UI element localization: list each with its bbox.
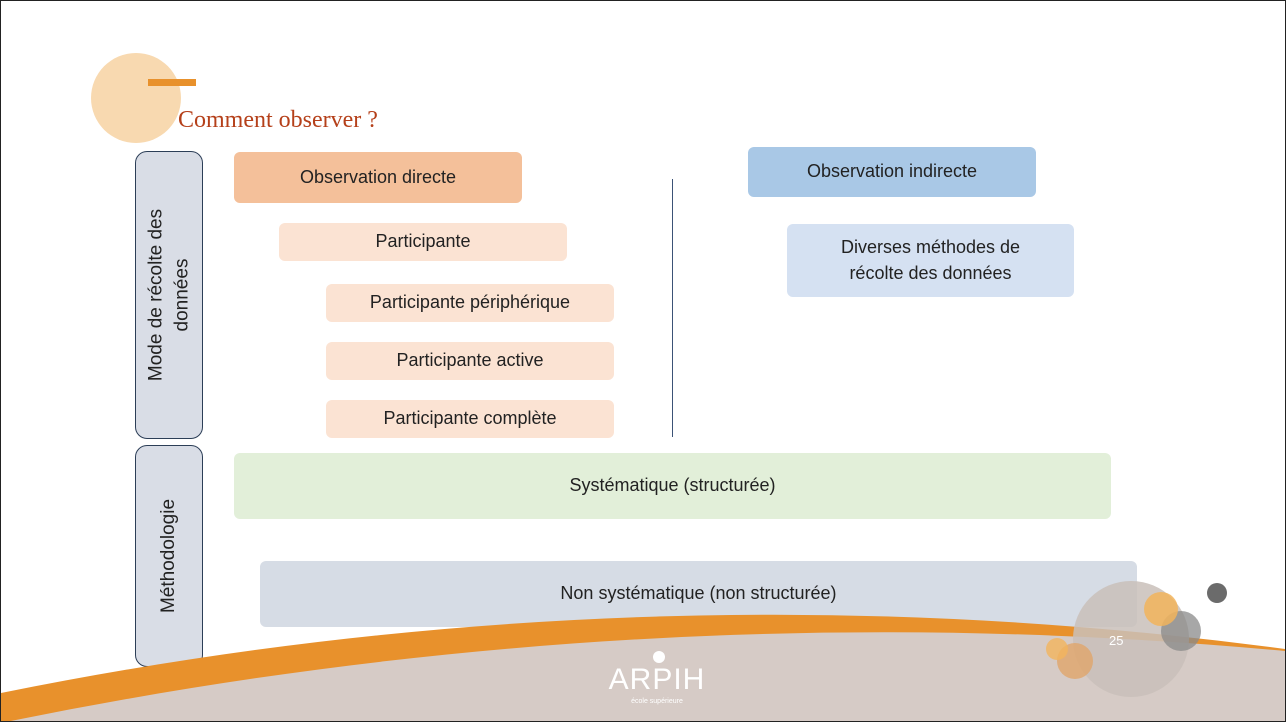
footer-arc bbox=[1, 614, 1285, 721]
indirect-observation-header: Observation indirecte bbox=[748, 147, 1036, 197]
slide-title: Comment observer ? bbox=[178, 107, 378, 133]
indirect-methods-box: Diverses méthodes de récolte des données bbox=[787, 224, 1074, 297]
participante-item: Participante bbox=[279, 223, 567, 261]
systematic-box: Systématique (structurée) bbox=[234, 453, 1111, 519]
svg-text:ARPIH: ARPIH bbox=[609, 663, 706, 695]
column-divider bbox=[672, 179, 673, 437]
arpih-logo: ARPIH école supérieure bbox=[597, 651, 717, 711]
decorative-bar bbox=[148, 79, 196, 86]
participante-complete-item: Participante complète bbox=[326, 400, 614, 438]
side-label-methodologie: Méthodologie bbox=[135, 445, 203, 667]
participante-active-item: Participante active bbox=[326, 342, 614, 380]
direct-observation-header: Observation directe bbox=[234, 152, 522, 203]
page-number: 25 bbox=[1109, 633, 1124, 648]
participante-peripherique-item: Participante périphérique bbox=[326, 284, 614, 322]
logo-mark: ARPIH bbox=[609, 651, 706, 696]
side-label-mode: Mode de récolte des données bbox=[135, 151, 203, 439]
decorative-bubbles bbox=[1046, 581, 1227, 697]
side-label-mode-text: Mode de récolte des données bbox=[145, 208, 192, 382]
logo-tagline: école supérieure bbox=[631, 698, 683, 705]
decorative-circle bbox=[91, 53, 181, 143]
